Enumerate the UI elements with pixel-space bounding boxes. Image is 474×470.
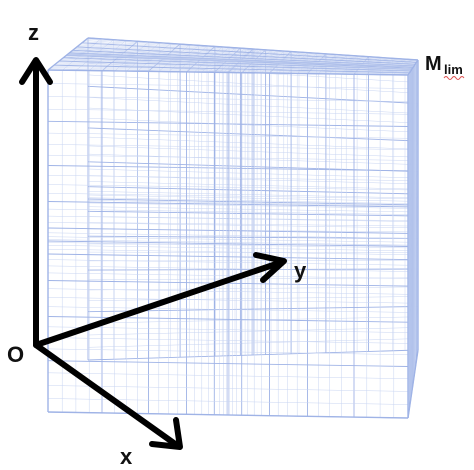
- grid-line-front-horizontal: [47, 245, 409, 252]
- grid-line-top-cross: [59, 60, 411, 72]
- grid-line-front-horizontal: [47, 248, 409, 255]
- origin-label: O: [7, 342, 24, 367]
- grid-line-top-cross: [56, 62, 411, 72]
- grid-line-front-horizontal: [47, 316, 409, 323]
- grid-line-front-horizontal: [47, 326, 409, 333]
- grid-line-back-horizontal: [87, 210, 419, 217]
- grid-line-top-cross: [80, 43, 417, 64]
- grid-line-back-horizontal: [87, 338, 419, 348]
- grid-line-front-horizontal: [47, 348, 409, 355]
- boundary-label: M lim: [425, 53, 465, 80]
- grid-line-top-cross: [75, 47, 415, 65]
- boundary-label-main: M: [425, 53, 442, 75]
- x-axis-label: x: [120, 444, 133, 469]
- grid-line-top-cross: [55, 63, 410, 73]
- grid-line-top-cross: [72, 49, 415, 67]
- grid-line-front-horizontal: [47, 288, 409, 295]
- grid-line-back-horizontal: [87, 349, 419, 361]
- grid-line-top-cross: [76, 46, 416, 65]
- grid-line-top-cross: [61, 59, 412, 71]
- grid-line-top-cross: [51, 67, 409, 75]
- grid-line-top-cross: [57, 61, 411, 72]
- grid-line-back-horizontal: [87, 200, 419, 207]
- cube-edge: [47, 37, 89, 71]
- spellcheck-underline: [443, 76, 465, 80]
- z-axis-label: z: [28, 20, 39, 45]
- grid-line-top-cross: [49, 68, 409, 75]
- mesh-grid-cube: [47, 37, 419, 419]
- x-arrowhead: [149, 417, 183, 450]
- grid-line-back-horizontal: [87, 277, 419, 281]
- grid-line-front-horizontal: [47, 253, 409, 261]
- grid-line-front-horizontal: [47, 272, 409, 279]
- cube-edge: [407, 349, 419, 419]
- boundary-label-subscript: lim: [444, 62, 463, 77]
- z-arrowhead: [19, 57, 53, 85]
- grid-line-front-horizontal: [47, 297, 409, 304]
- grid-line-back-horizontal: [87, 296, 419, 301]
- grid-line-front-horizontal: [47, 265, 409, 272]
- grid-line-front-horizontal: [47, 242, 409, 249]
- grid-line-front-horizontal: [47, 360, 409, 367]
- grid-line-front-horizontal: [47, 337, 409, 344]
- y-arrowhead: [253, 252, 287, 283]
- grid-line-back-horizontal: [87, 243, 419, 246]
- x-axis: [33, 342, 181, 449]
- grid-line-back-horizontal: [87, 286, 419, 291]
- grid-line-top-cross: [63, 57, 412, 70]
- grid-line-top-cross: [62, 58, 412, 70]
- grid-line-top-cross: [83, 41, 417, 62]
- coordinate-axes: [19, 57, 287, 450]
- grid-line-top-cross: [81, 42, 417, 63]
- grid-line-back-horizontal: [87, 235, 419, 239]
- cube-edge: [47, 69, 409, 76]
- grid-line-top-cross: [60, 59, 412, 71]
- grid-line-top-cross: [77, 45, 416, 64]
- cube-edge: [47, 411, 409, 419]
- grid-line-front-horizontal: [47, 306, 409, 313]
- grid-line-top-cross: [53, 64, 410, 74]
- grid-line-front-horizontal: [47, 372, 409, 379]
- grid-line-back-horizontal: [87, 202, 419, 209]
- grid-line-back-horizontal: [87, 216, 419, 222]
- cube-edge: [87, 37, 419, 61]
- grid-line-top-cross: [84, 40, 418, 62]
- grid-line-front-horizontal: [47, 385, 409, 392]
- y-axis-label: y: [294, 258, 307, 283]
- grid-line-top-cross: [70, 51, 414, 67]
- grid-line-back-horizontal: [87, 206, 419, 213]
- grid-line-top-cross: [64, 56, 413, 70]
- grid-line-front-horizontal: [47, 259, 409, 266]
- grid-line-top-cross: [65, 56, 413, 69]
- grid-line-back-horizontal: [87, 327, 419, 336]
- grid-line-top-cross: [73, 49, 415, 66]
- grid-line-top-cross: [86, 39, 418, 61]
- grid-line-top-cross: [79, 44, 416, 64]
- cube-edge: [407, 59, 419, 76]
- grid-line-top-cross: [52, 66, 410, 74]
- y-axis: [33, 259, 285, 348]
- grid-line-back-horizontal: [87, 222, 419, 227]
- grid-line-top-cross: [74, 48, 415, 66]
- grid-line-top-cross: [70, 52, 414, 67]
- grid-line-top-cross: [69, 52, 414, 68]
